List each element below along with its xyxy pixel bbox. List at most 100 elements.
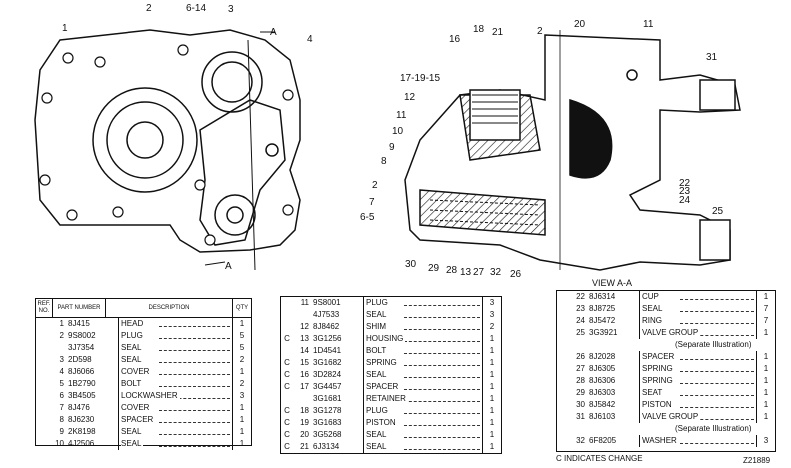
right-callout: 24 <box>679 195 691 206</box>
parts-illustration <box>34 29 741 271</box>
description-cell: SPACER <box>118 414 232 426</box>
change-mark <box>36 438 48 450</box>
change-mark <box>36 342 48 354</box>
quantity: 5 <box>232 342 251 354</box>
ref-number: 18 <box>300 406 309 415</box>
description: SEAL <box>121 427 144 436</box>
ref-number: 8 <box>59 415 64 424</box>
change-mark <box>281 393 293 405</box>
description-cell: HEAD <box>118 318 232 330</box>
change-mark <box>36 390 48 402</box>
ref-number: 31 <box>576 412 585 421</box>
quantity: 1 <box>756 411 775 423</box>
quantity: 1 <box>756 375 775 387</box>
ref-number: 2 <box>59 331 64 340</box>
description-cell: WASHER <box>639 435 756 447</box>
description: HEAD <box>121 319 146 328</box>
quantity: 1 <box>756 327 775 339</box>
description: SPACER <box>642 352 677 361</box>
right-callout: 30 <box>405 259 417 270</box>
right-callout: 11 <box>396 110 407 121</box>
description: SEAL <box>121 439 144 448</box>
part-number: 3G1683 <box>313 418 342 427</box>
description-cell: SEAL <box>363 369 482 381</box>
ref-number <box>293 309 311 321</box>
part-number: 3G1681 <box>313 394 342 403</box>
description: BOLT <box>121 379 144 388</box>
quantity: 1 <box>232 402 251 414</box>
ref-number: 6 <box>59 391 64 400</box>
right-callout: 22 <box>679 178 691 189</box>
part-number: 8J8725 <box>589 304 616 313</box>
ref-number: 7 <box>59 403 64 412</box>
ref-number: 28 <box>576 376 585 385</box>
quantity: 3 <box>482 309 501 321</box>
description: PLUG <box>366 298 390 307</box>
ref-number: 32 <box>576 436 585 445</box>
right-callout: 12 <box>404 92 416 103</box>
change-mark <box>36 402 48 414</box>
table-header: REF. NO. PART NUMBER DESCRIPTION QTY <box>36 299 251 318</box>
right-callout: 2 <box>537 26 543 37</box>
description: SPACER <box>366 382 401 391</box>
ref-number: 24 <box>576 316 585 325</box>
change-mark <box>281 321 293 333</box>
part-number: 3G4457 <box>313 382 342 391</box>
description: PISTON <box>366 418 398 427</box>
ref-number: 3 <box>59 355 64 364</box>
part-number: 8J2028 <box>589 352 616 361</box>
part-number: 3G5268 <box>313 430 342 439</box>
ref-number: 17 <box>300 382 309 391</box>
part-number: 1B2790 <box>68 379 96 388</box>
ref-number: 29 <box>576 388 585 397</box>
pump-head-front-view <box>34 29 301 271</box>
change-mark <box>36 318 48 330</box>
description-cell: SPRING <box>363 357 482 369</box>
ref-number: 13 <box>300 334 309 343</box>
right-callout: 25 <box>712 206 724 217</box>
part-number: 4J7533 <box>313 310 340 319</box>
quantity: 1 <box>756 387 775 399</box>
part-number: 4J2506 <box>68 439 95 448</box>
quantity: 1 <box>482 417 501 429</box>
change-mark <box>557 303 569 315</box>
ref-number: 10 <box>55 439 64 448</box>
part-number: 8J6066 <box>68 367 95 376</box>
ref-number: 5 <box>59 379 64 388</box>
description-cell: BOLT <box>363 345 482 357</box>
quantity: 1 <box>232 318 251 330</box>
change-mark <box>557 399 569 411</box>
change-mark <box>557 435 569 447</box>
quantity: 5 <box>232 330 251 342</box>
change-mark <box>557 363 569 375</box>
right-callout: 32 <box>490 267 502 278</box>
left-callout: A <box>225 261 232 272</box>
change-mark <box>557 315 569 327</box>
description-cell: SPACER <box>363 381 482 393</box>
right-callout: 13 <box>460 267 472 278</box>
quantity: 1 <box>756 351 775 363</box>
change-mark: C <box>284 334 290 343</box>
right-callout: 27 <box>473 267 485 278</box>
description-cell: SEAL <box>639 303 756 315</box>
description: HOUSING <box>366 334 406 343</box>
description-cell: PISTON <box>639 399 756 411</box>
change-mark <box>281 297 293 309</box>
quantity: 3 <box>232 390 251 402</box>
right-callout: 16 <box>449 34 461 45</box>
quantity: 1 <box>482 357 501 369</box>
ref-number: 16 <box>300 370 309 379</box>
